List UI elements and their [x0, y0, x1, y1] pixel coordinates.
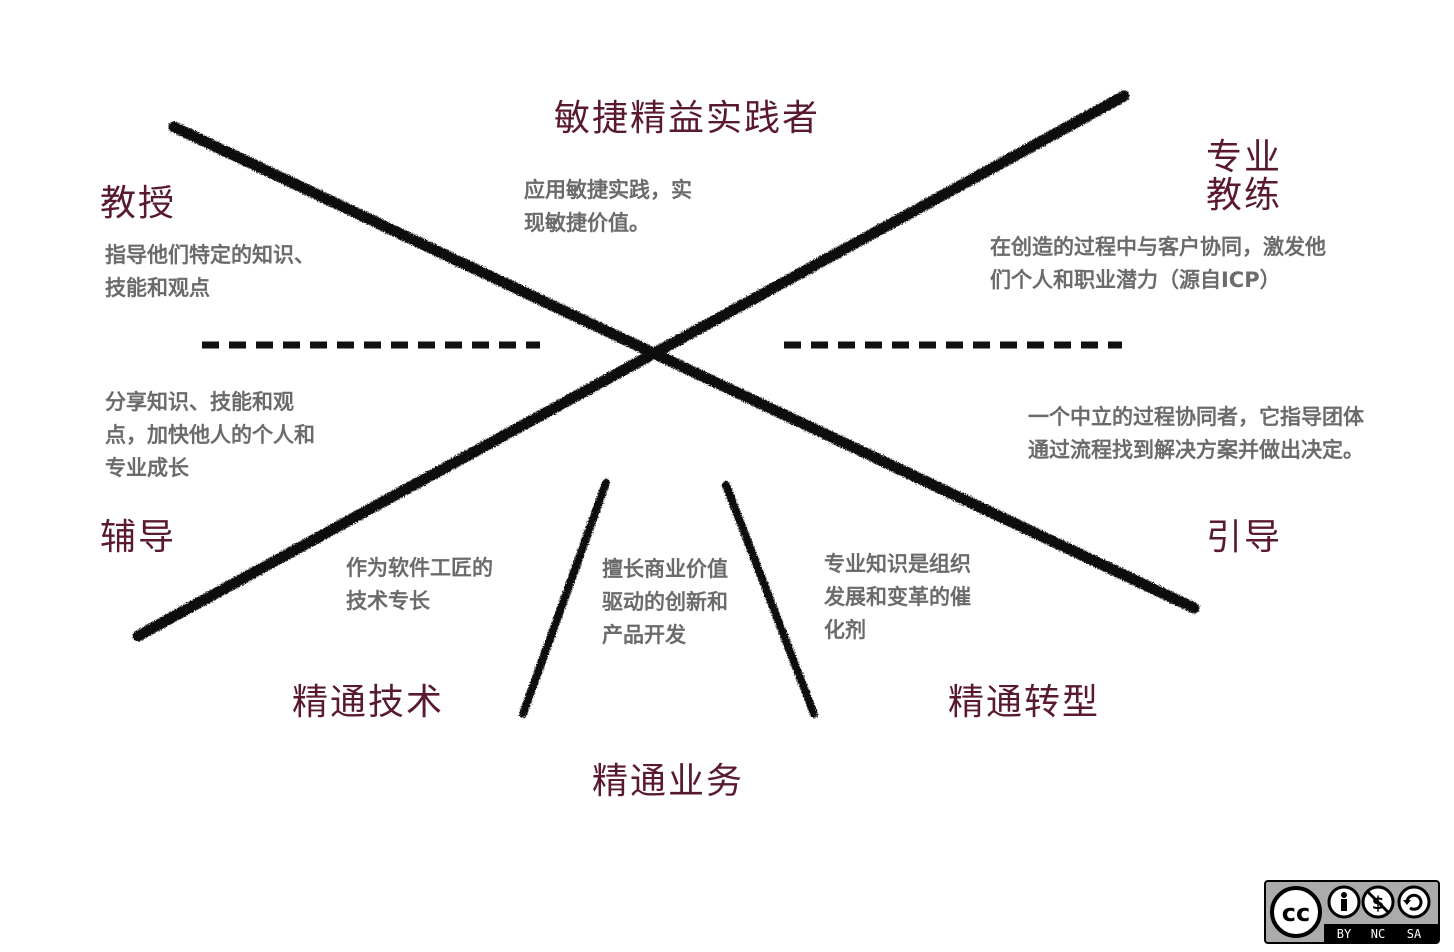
desc-teach: 指导他们特定的知识、技能和观点: [105, 243, 315, 300]
cc-license-badge: cc $ BY NC SA: [1264, 880, 1440, 944]
title-agile-lean-practitioner: 敏捷精益实践者: [554, 98, 821, 139]
attribution-icon: [1327, 885, 1361, 919]
stroke-business-left: [519, 479, 610, 718]
title-professional-coach-line1: 专业: [1206, 137, 1283, 178]
sa-label: SA: [1407, 927, 1422, 941]
title-business-mastery: 精通业务: [592, 761, 745, 802]
title-teach: 教授: [100, 183, 177, 224]
nc-label: NC: [1371, 927, 1385, 941]
desc-coach: 在创造的过程中与客户协同，激发他们个人和职业潜力（源自ICP）: [990, 235, 1326, 292]
cc-logo-icon: cc: [1270, 886, 1322, 938]
by-label: BY: [1337, 927, 1352, 941]
stroke-business-right: [722, 481, 818, 718]
desc-facilitate: 一个中立的过程协同者，它指导团体通过流程找到解决方案并做出决定。: [1028, 405, 1364, 462]
title-mentor: 辅导: [100, 517, 177, 558]
title-technical-mastery: 精通技术: [292, 682, 445, 723]
desc-business: 擅长商业价值驱动的创新和产品开发: [602, 557, 728, 647]
desc-technical: 作为软件工匠的技术专长: [346, 556, 493, 613]
desc-transformation: 专业知识是组织发展和变革的催化剂: [824, 552, 971, 642]
diagonal-stroke-descending: [168, 121, 1200, 614]
noncommercial-icon: $: [1361, 885, 1395, 919]
title-transformation-mastery: 精通转型: [948, 682, 1101, 723]
sharealike-icon: [1397, 885, 1431, 919]
desc-agile-practice: 应用敏捷实践，实现敏捷价值。: [524, 178, 692, 235]
desc-mentor: 分享知识、技能和观点，加快他人的个人和专业成长: [105, 390, 315, 480]
diagonal-stroke-ascending: [132, 90, 1130, 642]
title-facilitate: 引导: [1206, 517, 1283, 558]
title-professional-coach-line2: 教练: [1206, 175, 1283, 216]
cc-label: cc: [1282, 899, 1310, 927]
